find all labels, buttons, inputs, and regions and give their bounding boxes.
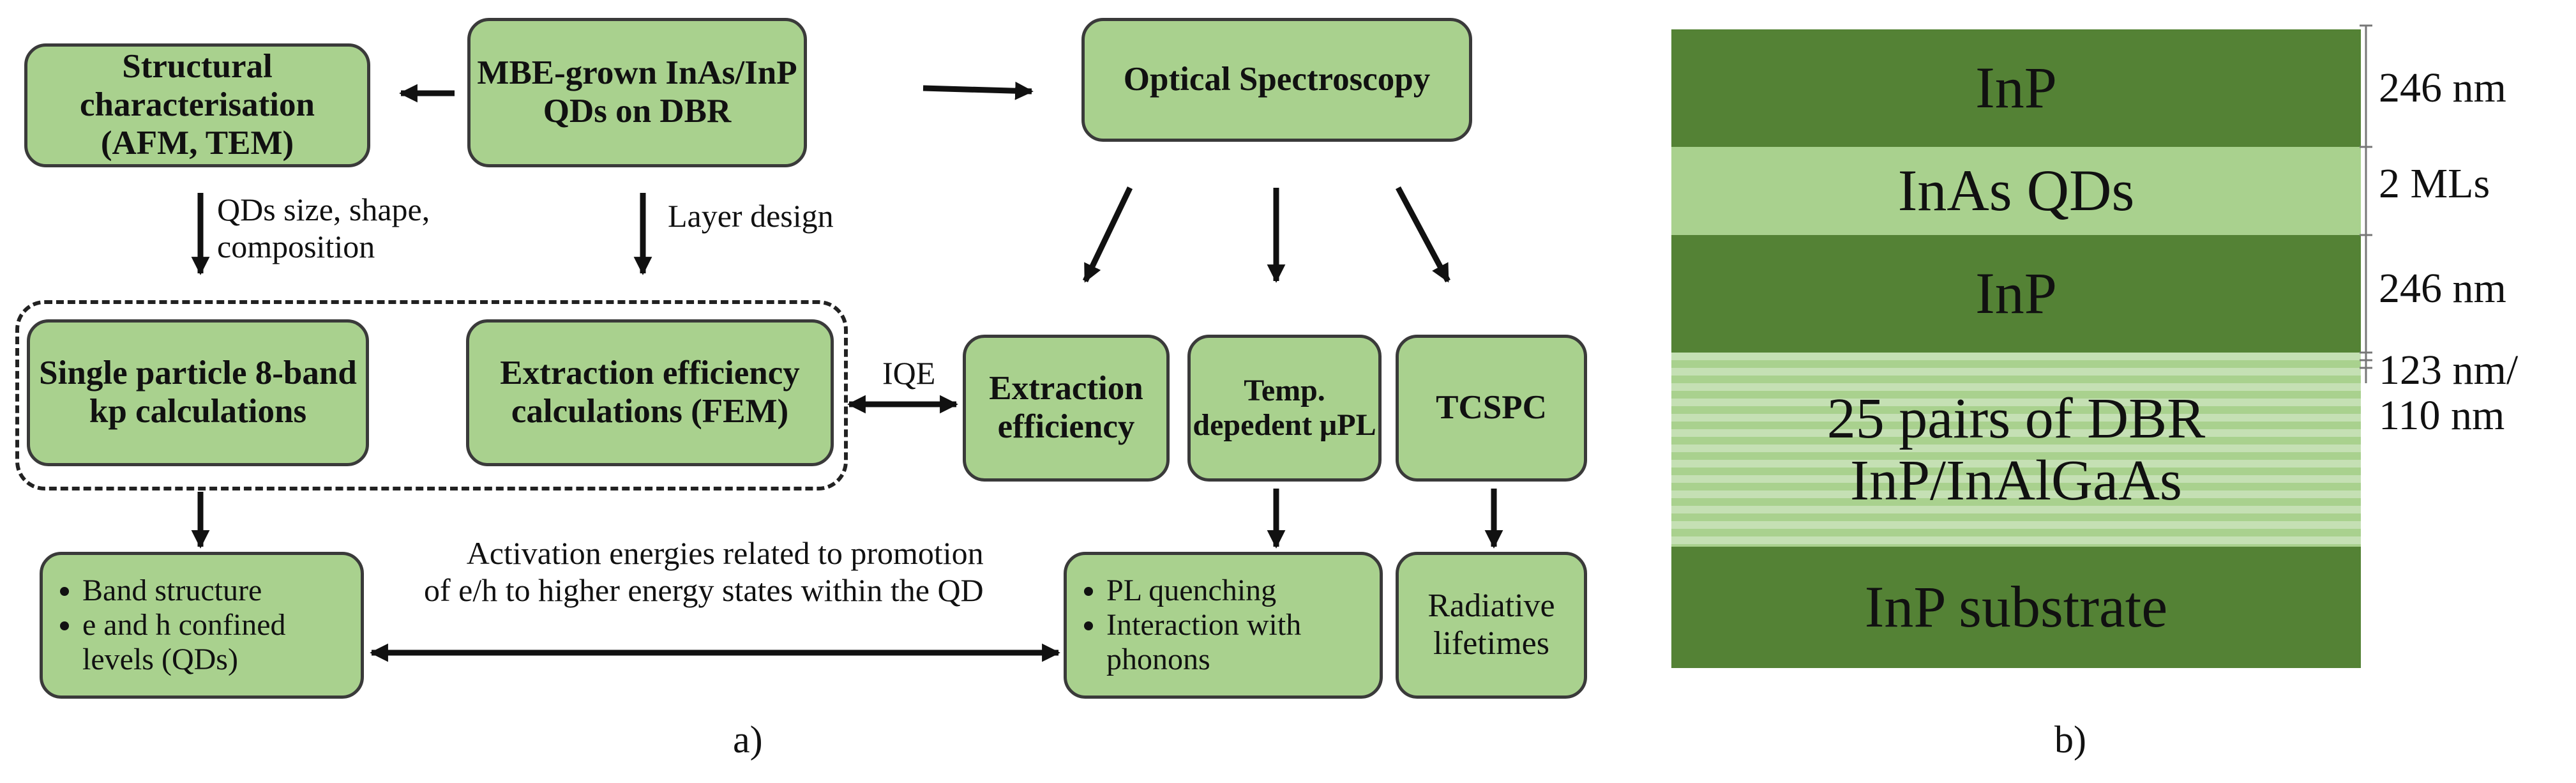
box-extraction-efficiency: Extraction efficiency: [963, 335, 1170, 482]
thickness-inp-top: 246 nm: [2379, 65, 2506, 111]
box-band-structure: Band structure e and h confined levels (…: [40, 552, 364, 699]
list-item: Interaction with phonons: [1106, 608, 1380, 677]
box-pl-quenching: PL quenching Interaction with phonons: [1064, 552, 1383, 699]
thickness-inp-middle: 246 nm: [2379, 265, 2506, 312]
box-mbe-grown-qds: MBE-grown InAs/InP QDs on DBR: [467, 18, 807, 167]
box-temp-dependent-micro-pl: Temp. depedent μPL: [1187, 335, 1382, 482]
flow-arrows: [191, 81, 1503, 662]
box-structural-characterisation: Structural characterisation (AFM, TEM): [24, 43, 370, 167]
box-extraction-efficiency-calculations: Extraction efficiency calculations (FEM): [466, 319, 834, 466]
label-activation-energies: Activation energies related to promotion…: [424, 535, 984, 608]
box-optical-spectroscopy: Optical Spectroscopy: [1081, 18, 1472, 142]
box-tcspc: TCSPC: [1396, 335, 1587, 482]
panel-a-caption: a): [733, 718, 763, 761]
layer-inp-top: InP: [1671, 29, 2361, 147]
layer-inp-middle: InP: [1671, 235, 2361, 353]
arrow-optical-to-extraction: [1082, 186, 1133, 283]
box-radiative-lifetimes: Radiative lifetimes: [1396, 552, 1587, 699]
band-structure-list: Band structure e and h confined levels (…: [43, 574, 361, 676]
panel-b-caption: b): [2054, 718, 2086, 761]
list-item: PL quenching: [1106, 574, 1380, 608]
layer-inas-qds: InAs QDs: [1671, 147, 2361, 235]
label-iqe: IQE: [882, 355, 936, 391]
arrow-mbe-to-optical: [923, 81, 1034, 100]
thickness-dbr: 123 nm/110 nm: [2379, 347, 2519, 439]
layer-inp-substrate: InP substrate: [1671, 547, 2361, 668]
box-single-particle-kp: Single particle 8-band kp calculations: [27, 319, 369, 466]
arrow-optical-to-tcspc: [1396, 186, 1450, 283]
list-item: e and h confined levels (QDs): [82, 608, 361, 677]
label-qds-size-shape: QDs size, shape,composition: [217, 192, 430, 264]
pl-list: PL quenching Interaction with phonons: [1067, 574, 1380, 676]
label-layer-design: Layer design: [668, 198, 834, 234]
list-item: Band structure: [82, 574, 361, 608]
calculations-group-frame: [15, 300, 848, 490]
thickness-inas-qds: 2 MLs: [2379, 160, 2490, 207]
